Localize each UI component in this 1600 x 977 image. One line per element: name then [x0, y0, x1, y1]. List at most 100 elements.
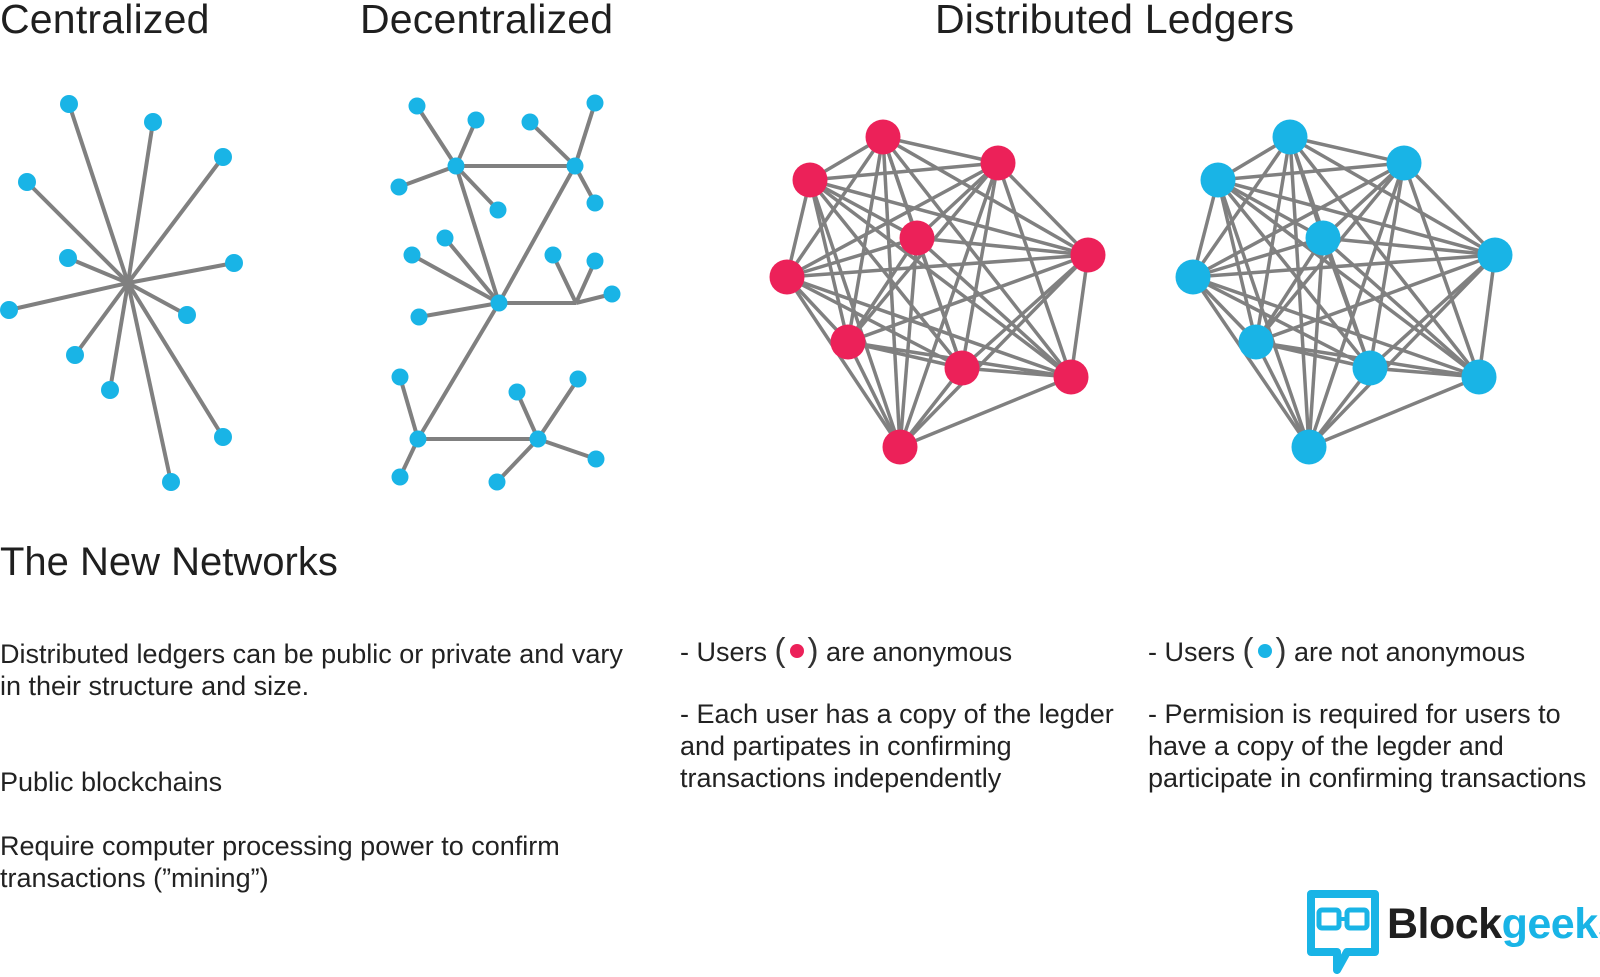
network-node [1352, 350, 1388, 386]
network-edge [808, 178, 1073, 379]
decentralized-network [390, 94, 621, 491]
network-edge [960, 253, 1090, 370]
network-edge [1192, 253, 1496, 279]
network-node [980, 145, 1016, 181]
network-edge [73, 281, 130, 357]
network-edge [416, 301, 501, 441]
network-node [1175, 259, 1211, 295]
network-edge [809, 161, 999, 182]
network-diagrams [0, 94, 1513, 491]
users-prefix: - Users [1148, 637, 1235, 667]
network-edge [786, 275, 963, 370]
network-edge [996, 161, 1090, 257]
network-edge [786, 275, 1072, 379]
private-network-notes: - Users () are not anonymous - Permision… [1148, 633, 1600, 794]
network-node [436, 229, 454, 247]
network-edge [847, 253, 1089, 344]
network-edge [915, 161, 1000, 240]
network-edge [899, 375, 1072, 449]
network-edge [67, 103, 130, 284]
network-node [1305, 220, 1341, 256]
logo-text-block: Block [1387, 900, 1502, 948]
network-edge [1216, 178, 1372, 370]
network-node [101, 381, 119, 399]
network-edge [915, 236, 1073, 379]
pink-node-legend-icon [789, 644, 804, 658]
network-edge [1217, 178, 1324, 240]
network-node [410, 308, 428, 326]
network-edge [454, 165, 501, 304]
network-node [0, 301, 18, 319]
network-edge [551, 254, 578, 304]
network-edge [1321, 236, 1481, 379]
network-edge [25, 180, 130, 285]
network-node [1477, 237, 1513, 273]
network-node [391, 368, 409, 386]
network-node [488, 473, 506, 491]
network-node [603, 285, 621, 303]
public-distributed-network [769, 119, 1106, 465]
network-edge [454, 164, 500, 212]
users-prefix: - Users [680, 637, 767, 667]
public-network-paragraph: - Each user has a copy of the legder and… [680, 699, 1114, 793]
network-node [544, 246, 562, 264]
section-title: The New Networks [0, 540, 338, 584]
public-blockchains-label: Public blockchains [0, 767, 223, 797]
network-edge [785, 136, 885, 278]
network-edge [495, 437, 540, 484]
network-node [1461, 359, 1497, 395]
network-edge [536, 377, 580, 441]
network-node [59, 249, 77, 267]
network-node [882, 429, 918, 465]
network-node [162, 473, 180, 491]
network-edge [8, 281, 129, 312]
network-edge [1402, 162, 1481, 378]
logo-wordmark: Blockgeeks [1387, 900, 1600, 949]
network-node [490, 294, 508, 312]
network-edge [411, 253, 500, 305]
intro-text: Distributed ledgers can be public or pri… [0, 639, 623, 701]
blockgeeks-logo: Blockgeeks [1307, 890, 1600, 977]
network-edge [1308, 375, 1480, 449]
blue-node-legend-icon [1257, 644, 1272, 658]
network-edge [882, 135, 999, 165]
network-node [521, 113, 539, 131]
network-node [225, 254, 243, 272]
network-edge [786, 236, 918, 279]
anonymous-suffix: are anonymous [826, 637, 1013, 667]
network-edge [1192, 161, 1405, 279]
network-node [569, 370, 587, 388]
network-edge [1191, 276, 1311, 448]
network-node [586, 194, 604, 212]
decentralized-heading: Decentralized [360, 0, 614, 42]
network-node [1200, 162, 1236, 198]
network-edge [809, 178, 918, 240]
network-node [1291, 429, 1327, 465]
network-edge [1368, 162, 1406, 369]
network-edge [1254, 341, 1311, 448]
network-node [508, 383, 526, 401]
network-node [587, 450, 605, 468]
network-edge [1255, 253, 1496, 344]
network-node [214, 148, 232, 166]
network-node [408, 97, 426, 115]
network-edge [1322, 236, 1496, 257]
network-edge [515, 391, 540, 440]
distributed-ledgers-heading: Distributed Ledgers [935, 0, 1295, 42]
network-node [529, 430, 547, 448]
network-node [792, 162, 828, 198]
network-node [769, 259, 805, 295]
private-distributed-network [1175, 119, 1513, 465]
network-edge [573, 102, 597, 167]
network-edge [1289, 135, 1405, 165]
network-edge [108, 282, 130, 391]
network-edge [898, 237, 919, 448]
network-edge [786, 253, 1089, 279]
network-edge [1192, 275, 1371, 370]
network-node [899, 220, 935, 256]
network-edge [1254, 237, 1325, 343]
network-node [1238, 324, 1274, 360]
network-edge [1192, 275, 1480, 379]
network-node [214, 428, 232, 446]
network-edge [1369, 366, 1480, 379]
